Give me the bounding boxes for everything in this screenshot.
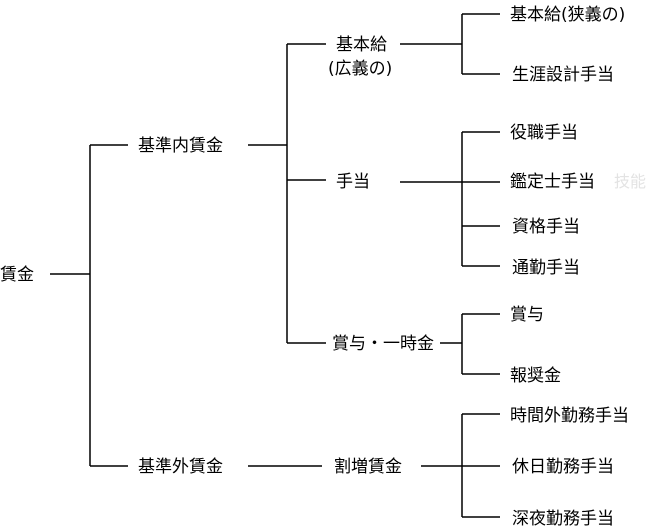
leaf-qualification-allowance: 資格手当 (512, 217, 580, 237)
node-basic-pay-qualifier: (広義の) (328, 59, 392, 79)
nodes: 賃金 基準内賃金 基準外賃金 基本給 (広義の) 手当 賞与・一時金 割増賃金 … (0, 5, 646, 529)
leaf-night-allowance: 深夜勤務手当 (512, 509, 614, 529)
leaf-appraiser-allowance: 鑑定士手当 (510, 172, 595, 192)
node-wage: 賃金 (0, 265, 34, 285)
leaf-after-hours-allowance: 時間外勤務手当 (510, 406, 629, 426)
node-overtime-pay: 割増賃金 (334, 457, 402, 477)
connectors (50, 13, 500, 518)
leaf-reward: 報奨金 (510, 366, 561, 386)
leaf-holiday-allowance: 休日勤務手当 (512, 457, 614, 477)
leaf-appraiser-ghost-text: 技能 (614, 172, 646, 191)
leaf-position-allowance: 役職手当 (510, 123, 578, 143)
node-bonus-lump: 賞与・一時金 (332, 334, 434, 354)
node-outer-wage: 基準外賃金 (138, 457, 223, 477)
leaf-basic-pay-narrow: 基本給(狭義の) (510, 5, 625, 25)
leaf-career-design-allowance: 生涯設計手当 (512, 65, 614, 85)
leaf-bonus: 賞与 (510, 305, 544, 325)
node-basic-pay: 基本給 (336, 35, 387, 55)
leaf-commute-allowance: 通勤手当 (512, 258, 580, 278)
node-inner-wage: 基準内賃金 (138, 136, 223, 156)
node-allowance: 手当 (336, 172, 370, 192)
